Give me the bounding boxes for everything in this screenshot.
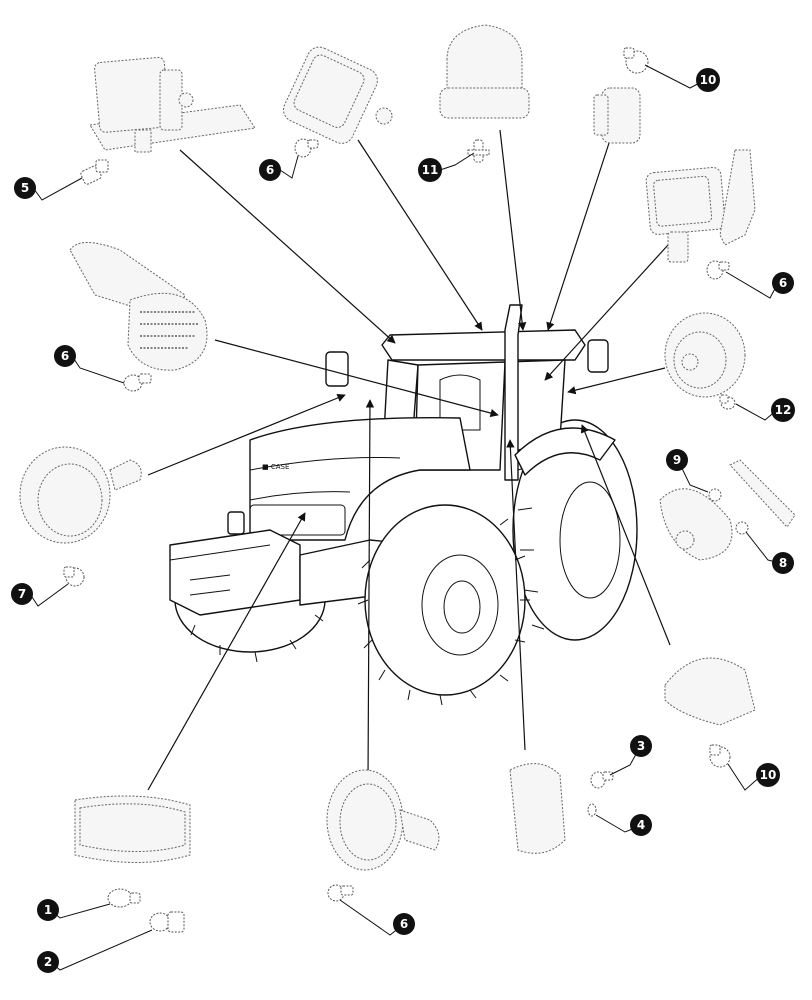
- callout-4: 4: [630, 814, 652, 836]
- callout-2-label: 2: [44, 955, 52, 969]
- hood: ■ CASE: [249, 416, 471, 541]
- side-indicator: [509, 763, 566, 854]
- callout-5-label: 5: [21, 181, 29, 195]
- bulb-8: [735, 521, 749, 535]
- callout-12-label: 12: [775, 403, 792, 417]
- bulb-5: [80, 159, 109, 185]
- mirror-left: [325, 351, 349, 387]
- bulbs: [63, 47, 749, 933]
- bulb-6c: [123, 373, 152, 392]
- callout-6b-label: 6: [779, 276, 787, 290]
- brand-mark: ■ CASE: [262, 463, 289, 471]
- callout-6a: 6: [259, 159, 281, 181]
- switch: [593, 87, 641, 144]
- bulb-6a: [294, 138, 319, 158]
- callout-7: 7: [11, 583, 33, 605]
- mirror-work-light: [645, 149, 756, 263]
- callout-6c-label: 6: [61, 349, 69, 363]
- callout-5: 5: [14, 177, 36, 199]
- callout-8: 8: [772, 552, 794, 574]
- callout-1: 1: [37, 899, 59, 921]
- mirror-right: [587, 339, 609, 373]
- callout-6d: 6: [393, 913, 415, 935]
- cab-work-light-front: [283, 46, 393, 144]
- bulb-4: [587, 803, 597, 817]
- callout-11-label: 11: [422, 163, 439, 177]
- bulb-11: [467, 139, 490, 163]
- handrail-work-light: [69, 242, 208, 371]
- callout-4-label: 4: [637, 818, 645, 832]
- callout-10b-label: 10: [760, 768, 777, 782]
- bulb-10a: [623, 47, 649, 74]
- front-wheel-right: [357, 504, 530, 706]
- callout-2: 2: [37, 951, 59, 973]
- bulb-3: [590, 771, 614, 789]
- callout-12: 12: [771, 398, 795, 422]
- callout-10a: 10: [696, 68, 720, 92]
- hood-light: [74, 795, 191, 863]
- cab-pillar-lamp: [659, 488, 733, 561]
- callout-10a-label: 10: [700, 73, 717, 87]
- beacon: [439, 24, 530, 119]
- callout-3-label: 3: [637, 739, 645, 753]
- bulb-2: [149, 911, 185, 933]
- callout-1-label: 1: [44, 903, 52, 917]
- callout-10b: 10: [756, 763, 780, 787]
- bulb-1: [107, 888, 141, 908]
- round-work-light: [326, 769, 440, 871]
- callout-6a-label: 6: [266, 163, 274, 177]
- bulb-6d: [327, 884, 354, 902]
- callout-6c: 6: [54, 345, 76, 367]
- bulb-12: [719, 394, 736, 410]
- rear-fender: [514, 427, 616, 476]
- bulb-10b: [709, 744, 731, 768]
- callout-9-label: 9: [673, 453, 681, 467]
- bulb-7: [63, 566, 85, 587]
- tail-lamp: [664, 657, 756, 726]
- rear-light-cluster: [664, 312, 746, 398]
- callout-11: 11: [418, 158, 442, 182]
- callout-9: 9: [666, 449, 688, 471]
- callout-8-label: 8: [779, 556, 787, 570]
- callout-7-label: 7: [18, 587, 26, 601]
- exhaust-stack: [504, 304, 523, 481]
- side-lamp: [19, 446, 142, 544]
- callout-3: 3: [630, 735, 652, 757]
- front-weights: [169, 511, 301, 616]
- bulb-9: [708, 488, 722, 502]
- roof-work-light-rear: [89, 56, 256, 153]
- tractor: ■ CASE: [169, 304, 638, 706]
- bulb-6b: [706, 260, 730, 280]
- cab: [381, 329, 586, 471]
- light-bar: [729, 459, 796, 528]
- callout-6d-label: 6: [400, 917, 408, 931]
- leader-lines: [147, 129, 671, 791]
- callout-6b: 6: [772, 272, 794, 294]
